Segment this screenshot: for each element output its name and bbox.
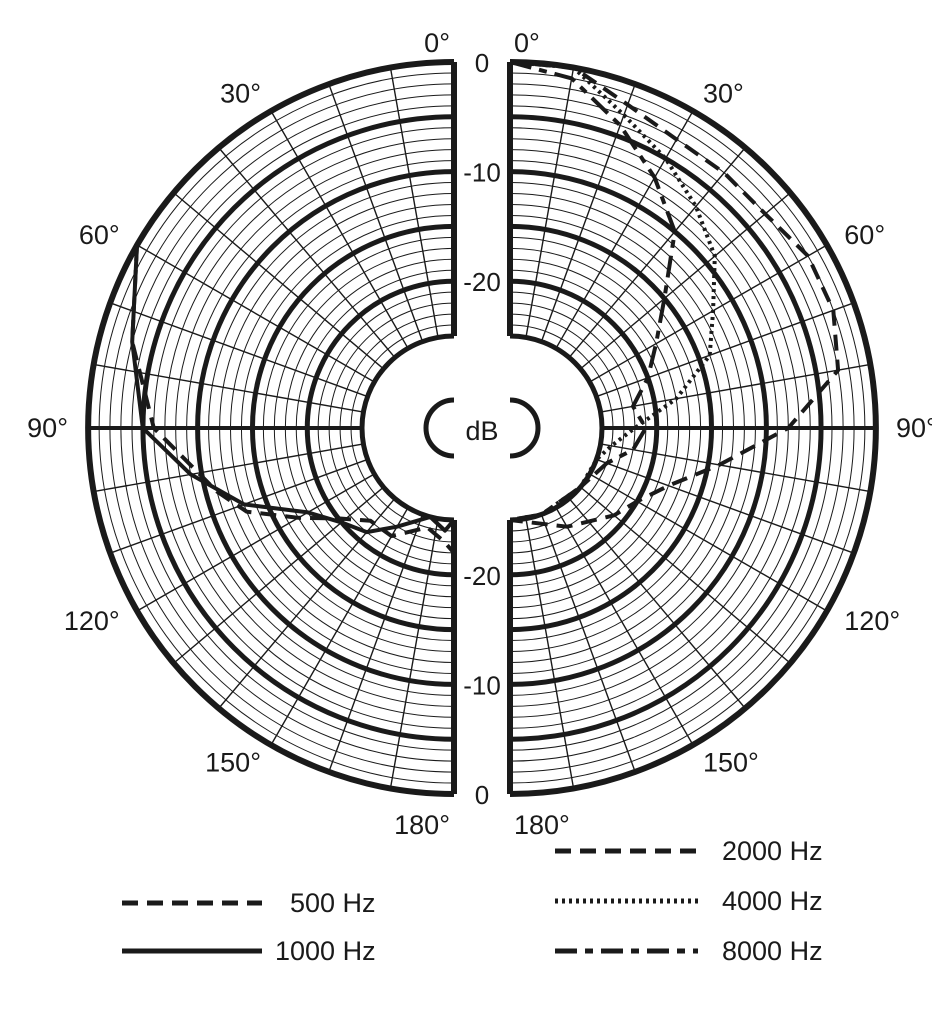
angle-label-right-30: 30° bbox=[703, 79, 744, 109]
series-8000-hz bbox=[509, 60, 677, 522]
db-tick-top-2: -20 bbox=[463, 267, 501, 297]
left-spoke-10 bbox=[389, 67, 439, 338]
angle-label-left-0: 0° bbox=[424, 28, 450, 58]
db-tick-bottom-2: 0 bbox=[475, 780, 489, 810]
right-spoke-60 bbox=[589, 244, 828, 383]
legend-label-500-hz: 500 Hz bbox=[290, 888, 376, 918]
angle-label-left-150: 150° bbox=[205, 747, 261, 777]
left-spoke-150 bbox=[270, 507, 409, 746]
left-spoke-60 bbox=[136, 244, 375, 383]
series-1000-hz bbox=[130, 244, 456, 535]
angle-label-left-120: 120° bbox=[64, 606, 120, 636]
db-tick-bottom-1: -10 bbox=[463, 670, 501, 700]
angle-label-left-60: 60° bbox=[79, 220, 120, 250]
db-bubble-right bbox=[509, 397, 541, 459]
right-spoke-40 bbox=[568, 147, 746, 358]
left-spoke-40 bbox=[218, 147, 396, 358]
angle-label-left-90: 90° bbox=[27, 413, 68, 443]
right-spoke-80 bbox=[600, 363, 871, 413]
left-spoke-130 bbox=[173, 486, 384, 664]
series-2000-hz bbox=[509, 60, 841, 529]
left-spoke-30 bbox=[270, 110, 409, 349]
legend-label-8000-hz: 8000 Hz bbox=[722, 936, 823, 966]
legend-label-1000-hz: 1000 Hz bbox=[275, 936, 376, 966]
left-ring--24 bbox=[350, 324, 455, 532]
angle-label-right-120: 120° bbox=[844, 606, 900, 636]
left-spoke-70 bbox=[109, 302, 368, 398]
angle-label-right-150: 150° bbox=[703, 747, 759, 777]
units-label: dB bbox=[465, 416, 498, 446]
legend: 500 Hz 1000 Hz 2000 Hz 4000 Hz 8000 Hz bbox=[122, 836, 823, 966]
left-spoke-20 bbox=[328, 83, 424, 342]
series-500-hz bbox=[130, 244, 456, 555]
left-spoke-100 bbox=[93, 443, 364, 493]
right-spoke-120 bbox=[589, 473, 828, 612]
angle-label-right-180: 180° bbox=[514, 810, 570, 840]
right-spoke-140 bbox=[568, 498, 746, 709]
right-spoke-70 bbox=[596, 302, 855, 398]
left-spoke-120 bbox=[136, 473, 375, 612]
legend-label-2000-hz: 2000 Hz bbox=[722, 836, 823, 866]
right-spoke-20 bbox=[540, 83, 636, 342]
db-tick-bottom-0: -20 bbox=[463, 561, 501, 591]
right-spoke-150 bbox=[555, 507, 694, 746]
right-spoke-110 bbox=[596, 458, 855, 554]
polar-grid bbox=[85, 59, 879, 797]
left-spoke-50 bbox=[173, 192, 384, 370]
angle-label-right-0: 0° bbox=[514, 28, 540, 58]
db-tick-top-0: 0 bbox=[475, 48, 489, 78]
label-layer: dB 0° 30° 60° 90° 120° 150° 180° 0° 30° 60° 90° 120… bbox=[27, 28, 932, 840]
series-layer bbox=[130, 60, 841, 555]
db-bubble-left bbox=[423, 397, 455, 459]
angle-label-left-180: 180° bbox=[394, 810, 450, 840]
right-outer-ring bbox=[509, 59, 879, 797]
left-spoke-160 bbox=[328, 514, 424, 773]
right-spoke-100 bbox=[600, 443, 871, 493]
right-spoke-30 bbox=[555, 110, 694, 349]
right-spoke-160 bbox=[540, 514, 636, 773]
left-inner-ring bbox=[359, 333, 455, 523]
left-outer-ring bbox=[85, 59, 455, 797]
db-tick-top-1: -10 bbox=[463, 158, 501, 188]
angle-label-left-30: 30° bbox=[220, 79, 261, 109]
left-spoke-170 bbox=[389, 518, 439, 789]
right-spoke-10 bbox=[525, 67, 575, 338]
legend-label-4000-hz: 4000 Hz bbox=[722, 886, 823, 916]
angle-label-right-60: 60° bbox=[844, 220, 885, 250]
right-inner-ring bbox=[509, 333, 605, 523]
right-spoke-50 bbox=[580, 192, 791, 370]
angle-label-right-90: 90° bbox=[896, 413, 932, 443]
right-spoke-170 bbox=[525, 518, 575, 789]
